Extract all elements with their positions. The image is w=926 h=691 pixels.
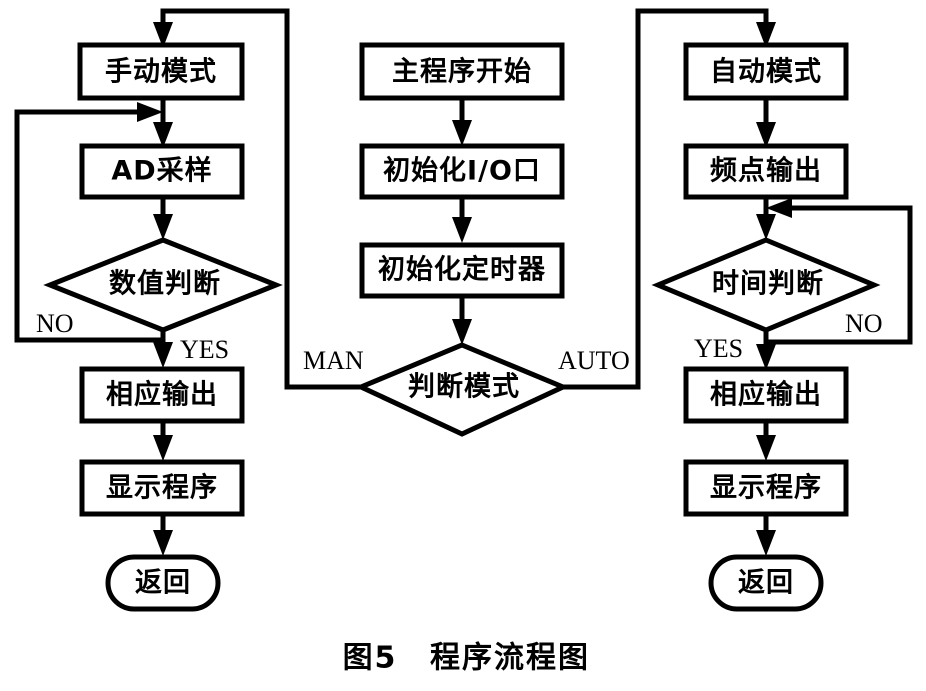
mode-judge-label: 判断模式 bbox=[408, 372, 520, 403]
main-start-box[interactable] bbox=[359, 42, 565, 101]
manual-display-to-return-arrow bbox=[153, 530, 173, 556]
node-auto-mode[interactable]: 自动模式 bbox=[683, 42, 849, 101]
node-manual-output[interactable]: 相应输出 bbox=[79, 366, 245, 424]
node-time-judge[interactable]: 时间判断 bbox=[651, 237, 881, 333]
node-main-start[interactable]: 主程序开始 bbox=[359, 42, 565, 101]
manual-output-box[interactable] bbox=[79, 366, 245, 424]
mode-judge-diamond[interactable] bbox=[354, 342, 570, 437]
connectors bbox=[14, 8, 913, 556]
auto-return-label: 返回 bbox=[738, 568, 794, 599]
init-timer-label: 初始化定时器 bbox=[378, 254, 546, 286]
initio-to-inittimer-arrow bbox=[452, 217, 472, 243]
mode-judge-auto-label: AUTO bbox=[558, 346, 630, 375]
auto-to-freq-arrow bbox=[756, 122, 776, 148]
caption-number: 图5 bbox=[343, 641, 398, 676]
time-judge-no-arrow bbox=[766, 198, 792, 218]
init-io-box[interactable] bbox=[359, 143, 565, 200]
auto-output-box[interactable] bbox=[683, 366, 849, 424]
auto-route-arrow bbox=[756, 22, 776, 48]
init-io-label: 初始化I/O口 bbox=[383, 155, 541, 187]
node-freq-output[interactable]: 频点输出 bbox=[683, 143, 849, 200]
manual-output-to-display-arrow bbox=[153, 435, 173, 461]
node-mode-judge[interactable]: 判断模式 bbox=[354, 342, 570, 437]
value-judge-diamond[interactable] bbox=[43, 237, 283, 333]
auto-mode-label: 自动模式 bbox=[710, 56, 822, 88]
value-judge-yes-arrow bbox=[153, 342, 173, 368]
auto-display-box[interactable] bbox=[683, 459, 849, 517]
time-judge-label: 时间判断 bbox=[712, 269, 824, 300]
auto-output-to-display-arrow bbox=[756, 435, 776, 461]
auto-display-label: 显示程序 bbox=[710, 472, 822, 504]
node-auto-display[interactable]: 显示程序 bbox=[683, 459, 849, 517]
init-timer-box[interactable] bbox=[359, 242, 565, 299]
time-judge-yes-label: YES bbox=[694, 334, 743, 363]
node-ad-sampling[interactable]: AD采样 bbox=[79, 143, 245, 200]
manual-mode-box[interactable] bbox=[77, 42, 245, 101]
node-init-io[interactable]: 初始化I/O口 bbox=[359, 143, 565, 200]
freq-output-label: 频点输出 bbox=[710, 155, 822, 187]
node-manual-mode[interactable]: 手动模式 bbox=[77, 42, 245, 101]
auto-route-line bbox=[563, 8, 769, 390]
time-judge-diamond[interactable] bbox=[651, 237, 881, 333]
auto-branch-group: 自动模式 频点输出 时间判断 YES NO 相应输出 显示程序 bbox=[651, 42, 883, 612]
manual-return-label: 返回 bbox=[135, 568, 191, 599]
main-start-label: 主程序开始 bbox=[392, 56, 532, 88]
auto-mode-box[interactable] bbox=[683, 42, 849, 101]
node-init-timer[interactable]: 初始化定时器 bbox=[359, 242, 565, 299]
mode-judge-man-label: MAN bbox=[303, 346, 364, 375]
node-auto-return[interactable]: 返回 bbox=[708, 554, 824, 612]
value-judge-no-arrow bbox=[137, 102, 163, 122]
node-manual-display[interactable]: 显示程序 bbox=[79, 459, 245, 517]
node-manual-return[interactable]: 返回 bbox=[105, 554, 221, 612]
ad-sampling-label: AD采样 bbox=[111, 155, 212, 187]
time-judge-yes-arrow bbox=[756, 344, 776, 370]
main-branch-group: 主程序开始 初始化I/O口 初始化定时器 判断模式 MAN AUTO bbox=[303, 42, 630, 437]
figure-caption: 图5 程序流程图 bbox=[343, 641, 590, 676]
time-judge-no-label: NO bbox=[845, 309, 883, 338]
auto-output-label: 相应输出 bbox=[710, 379, 822, 411]
ad-sampling-box[interactable] bbox=[79, 143, 245, 200]
manual-branch-group: 手动模式 AD采样 数值判断 NO YES 相应输出 显示程序 bbox=[36, 42, 283, 612]
time-judge-no-line bbox=[766, 205, 913, 345]
manual-display-label: 显示程序 bbox=[106, 472, 218, 504]
node-value-judge[interactable]: 数值判断 bbox=[43, 237, 283, 333]
caption-title: 程序流程图 bbox=[430, 641, 590, 676]
freq-output-box[interactable] bbox=[683, 143, 849, 200]
inittimer-to-modejudge-arrow bbox=[452, 319, 472, 345]
manual-return-capsule[interactable] bbox=[105, 554, 221, 612]
auto-return-capsule[interactable] bbox=[708, 554, 824, 612]
value-judge-no-line bbox=[14, 109, 163, 343]
value-judge-no-label: NO bbox=[36, 309, 74, 338]
manual-to-ad-arrow bbox=[153, 122, 173, 148]
value-judge-yes-label: YES bbox=[180, 335, 229, 364]
man-route-arrow bbox=[153, 22, 173, 48]
manual-output-label: 相应输出 bbox=[106, 379, 218, 411]
value-judge-label: 数值判断 bbox=[109, 269, 221, 300]
auto-display-to-return-arrow bbox=[756, 530, 776, 556]
start-to-initio-arrow bbox=[452, 120, 472, 146]
manual-display-box[interactable] bbox=[79, 459, 245, 517]
freq-to-timejudge-arrow bbox=[756, 214, 776, 240]
man-route-line bbox=[160, 8, 360, 390]
ad-to-judge-arrow bbox=[153, 214, 173, 240]
node-auto-output[interactable]: 相应输出 bbox=[683, 366, 849, 424]
manual-mode-label: 手动模式 bbox=[105, 57, 217, 88]
